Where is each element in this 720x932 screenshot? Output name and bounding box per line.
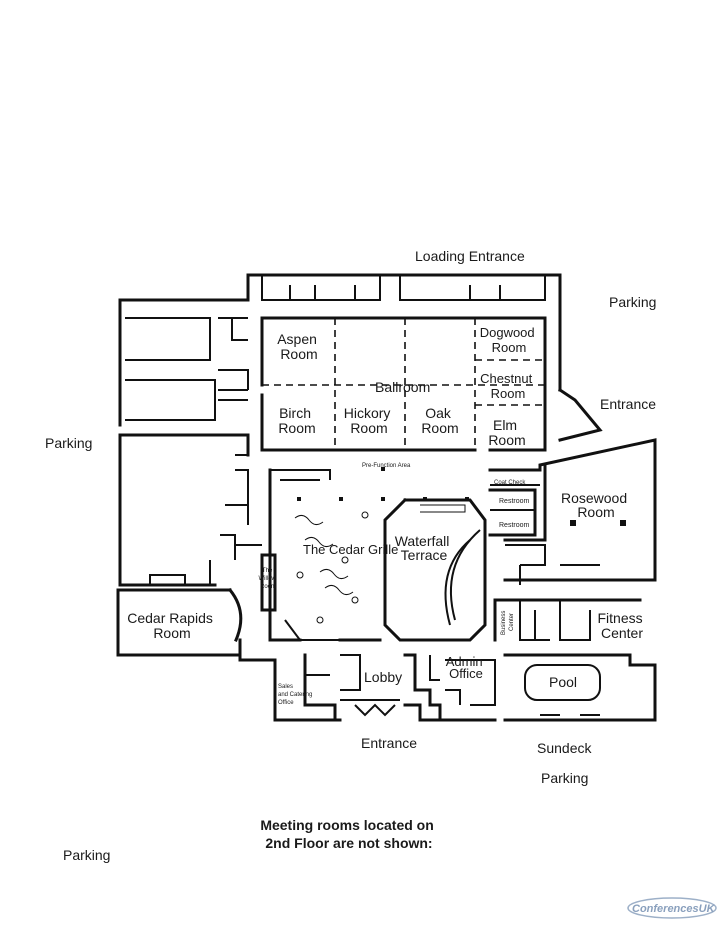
- parking-southwest-label: Parking: [63, 847, 110, 863]
- admin-office-label: Admin Office: [446, 654, 486, 681]
- building-walls: [116, 273, 657, 722]
- parking-south-label: Parking: [541, 770, 588, 786]
- coat-check-label: Coat Check: [494, 480, 526, 486]
- pillars: [297, 467, 626, 526]
- pool-label: Pool: [549, 674, 577, 690]
- grille-tables: [294, 511, 369, 624]
- movable-partitions: [262, 318, 545, 450]
- willow-room-label: The Willow Room: [258, 568, 277, 590]
- waterfall-terrace-label: Waterfall Terrace: [395, 533, 454, 563]
- fitness-center-label: Fitness Center: [597, 610, 646, 641]
- chestnut-room-label: Chestnut Room: [480, 371, 536, 401]
- sales-catering-office-label: Sales and Catering Office: [278, 684, 314, 706]
- floor-note: Meeting rooms located on 2nd Floor are n…: [260, 817, 437, 851]
- aspen-room-label: Aspen Room: [277, 331, 321, 362]
- elm-room-label: Elm Room: [488, 417, 525, 448]
- restroom-1-label: Restroom: [499, 498, 530, 505]
- oak-room-label: Oak Room: [421, 405, 458, 436]
- dogwood-room-label: Dogwood Room: [480, 325, 539, 355]
- parking-west-label: Parking: [45, 435, 92, 451]
- birch-room-label: Birch Room: [278, 405, 315, 436]
- business-center-label: Business Center: [501, 609, 515, 635]
- hickory-room-label: Hickory Room: [344, 405, 395, 436]
- entrance-south-label: Entrance: [361, 735, 417, 751]
- svg-text:ConferencesUK: ConferencesUK: [632, 903, 716, 915]
- ballroom-label: Ballroom: [375, 379, 430, 395]
- entrance-east-label: Entrance: [600, 396, 656, 412]
- parking-ne-label: Parking: [609, 294, 656, 310]
- sundeck-label: Sundeck: [537, 740, 592, 756]
- conferencesuk-logo: ConferencesUK: [627, 897, 717, 919]
- lobby-label: Lobby: [364, 669, 402, 685]
- cedar-grille-label: The Cedar Grille: [303, 542, 398, 557]
- rosewood-room-label: Rosewood Room: [561, 490, 631, 520]
- restroom-2-label: Restroom: [499, 522, 530, 529]
- loading-entrance-label: Loading Entrance: [415, 248, 525, 264]
- pre-function-area-label: Pre-Function Area: [362, 463, 411, 469]
- cedar-rapids-room-label: Cedar Rapids Room: [127, 610, 217, 641]
